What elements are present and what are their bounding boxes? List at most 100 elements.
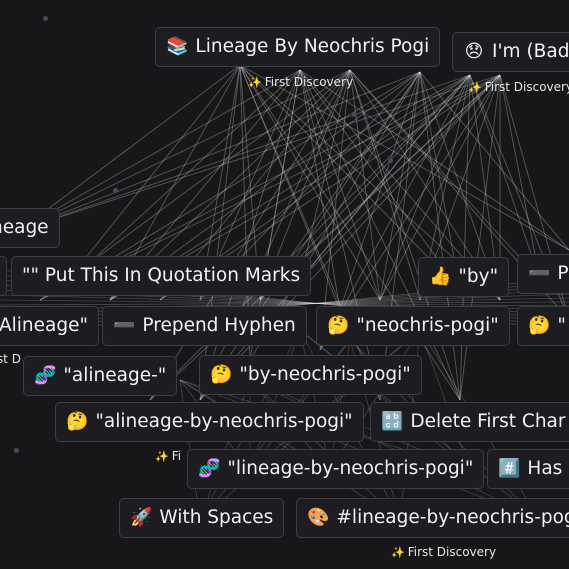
first-discovery-label: Fi xyxy=(171,449,182,463)
element-lineage[interactable]: neage xyxy=(0,208,60,248)
element-label: Lineage By Neochris Pogi xyxy=(195,36,430,57)
connection-line xyxy=(0,299,569,307)
disappointed-face-icon: 😞 xyxy=(464,41,484,62)
first-discovery-badge-partial: ✨Fi xyxy=(155,449,181,463)
element-lineage-by-neochris-pogi[interactable]: 📚Lineage By Neochris Pogi xyxy=(155,27,441,67)
dna-icon: 🧬 xyxy=(34,365,57,386)
connection-line xyxy=(239,64,569,251)
connection-line xyxy=(249,329,301,471)
connection-line xyxy=(349,69,421,301)
element-has-partial[interactable]: #️⃣ Has xyxy=(487,449,569,489)
connection-line xyxy=(379,74,501,301)
connection-line xyxy=(299,74,471,281)
element-label: " xyxy=(557,315,566,336)
first-discovery-label: First Discovery xyxy=(484,80,569,94)
element-label: "" Put This In Quotation Marks xyxy=(22,265,301,286)
element-label: Has xyxy=(527,458,563,479)
element-with-spaces[interactable]: 🚀 With Spaces xyxy=(119,498,285,538)
thinking-face-icon: 🤔 xyxy=(327,315,350,336)
element-hashtag-lineage[interactable]: 🎨 #lineage-by-neochris-pog xyxy=(296,498,569,538)
rocket-icon: 🚀 xyxy=(130,507,153,528)
connection-line xyxy=(349,69,541,281)
element-neochris-pogi[interactable]: 🤔 "neochris-pogi" xyxy=(316,306,510,346)
element-label: "alineage-" xyxy=(63,365,167,386)
connection-line xyxy=(459,74,471,401)
connection-line xyxy=(19,69,351,231)
background-dot xyxy=(113,188,118,193)
element-delete-first-char[interactable]: 🔡Delete First Char xyxy=(370,402,569,442)
first-discovery-label: First Discovery xyxy=(407,545,497,559)
thinking-face-icon: 🤔 xyxy=(66,411,89,432)
background-dot xyxy=(352,112,357,117)
connection-line xyxy=(319,74,471,351)
connection-line xyxy=(299,69,381,301)
background-dot xyxy=(43,16,48,21)
connection-line xyxy=(0,301,569,306)
connection-line xyxy=(419,329,471,471)
minus-icon: ➖ xyxy=(113,315,136,336)
element-alineage-by-neochris-pogi[interactable]: 🤔 "alineage-by-neochris-pogi" xyxy=(55,402,364,442)
thinking-face-icon: 🤔 xyxy=(210,364,233,385)
sparkle-icon: ✨ xyxy=(391,546,405,559)
dna-icon: 🧬 xyxy=(198,458,221,479)
connection-line xyxy=(469,74,541,281)
hash-keycap-icon: #️⃣ xyxy=(498,458,521,479)
element-label: Prepend Hyphen xyxy=(142,315,296,336)
element-label: Delete First Char xyxy=(410,411,566,432)
element-prepend-partial[interactable]: ➖P xyxy=(517,254,569,294)
element-thinking-partial[interactable]: 🤔" xyxy=(517,306,569,346)
background-dot xyxy=(14,448,19,453)
connection-line xyxy=(419,71,569,251)
connection-line xyxy=(19,74,501,231)
element-prepend-hyphen[interactable]: ➖ Prepend Hyphen xyxy=(102,306,307,346)
element-alineage-hyphen[interactable]: 🧬 "alineage-" xyxy=(23,356,178,396)
connection-line xyxy=(299,329,331,471)
first-discovery-badge-partial: rst D xyxy=(0,352,21,366)
element-label: P xyxy=(557,263,569,284)
connection-line xyxy=(419,71,461,291)
element-label: #lineage-by-neochris-pog xyxy=(336,507,569,528)
element-by-neochris-pogi[interactable]: 🤔 "by-neochris-pogi" xyxy=(199,355,422,395)
connection-line xyxy=(299,329,471,471)
element-put-in-quotation-marks[interactable]: "" Put This In Quotation Marks xyxy=(11,256,312,296)
element-im-bad[interactable]: 😞I'm (Bad xyxy=(452,32,569,72)
connection-line xyxy=(239,64,461,291)
first-discovery-badge: ✨First Discovery xyxy=(248,75,353,89)
element-alineage[interactable]: Alineage" xyxy=(0,306,100,346)
connection-line xyxy=(299,74,501,281)
connection-line xyxy=(379,74,471,301)
element-edge-stub[interactable] xyxy=(0,256,7,296)
connection-line xyxy=(19,74,471,231)
element-label: neage xyxy=(0,217,49,238)
connection-line xyxy=(329,329,421,471)
first-discovery-badge: ✨First Discovery xyxy=(468,80,569,94)
connection-line xyxy=(319,74,501,351)
thumbs-up-icon: 👍 xyxy=(429,266,452,287)
sparkle-icon: ✨ xyxy=(468,81,482,94)
element-label: With Spaces xyxy=(159,507,274,528)
connection-line xyxy=(459,74,501,401)
sparkle-icon: ✨ xyxy=(155,450,169,463)
connection-line xyxy=(59,69,301,291)
thinking-face-icon: 🤔 xyxy=(528,315,551,336)
element-label: "neochris-pogi" xyxy=(356,315,499,336)
element-label: "by-neochris-pogi" xyxy=(239,364,411,385)
element-by[interactable]: 👍"by" xyxy=(418,257,510,297)
first-discovery-label: First Discovery xyxy=(264,75,354,89)
connection-line xyxy=(149,74,501,401)
connection-line xyxy=(419,71,461,401)
minus-icon: ➖ xyxy=(528,263,551,284)
connection-line xyxy=(59,64,241,291)
connection-line xyxy=(299,69,341,311)
connection-line xyxy=(319,69,351,351)
connection-line xyxy=(299,69,569,251)
element-lineage-by-neochris-pogi-quoted[interactable]: 🧬"lineage-by-neochris-pogi" xyxy=(187,449,485,489)
connection-line xyxy=(349,69,381,301)
palette-icon: 🎨 xyxy=(307,507,330,528)
connection-line xyxy=(19,71,421,231)
connection-line xyxy=(339,71,421,311)
element-label: "alineage-by-neochris-pogi" xyxy=(95,411,353,432)
connection-line xyxy=(239,64,341,311)
